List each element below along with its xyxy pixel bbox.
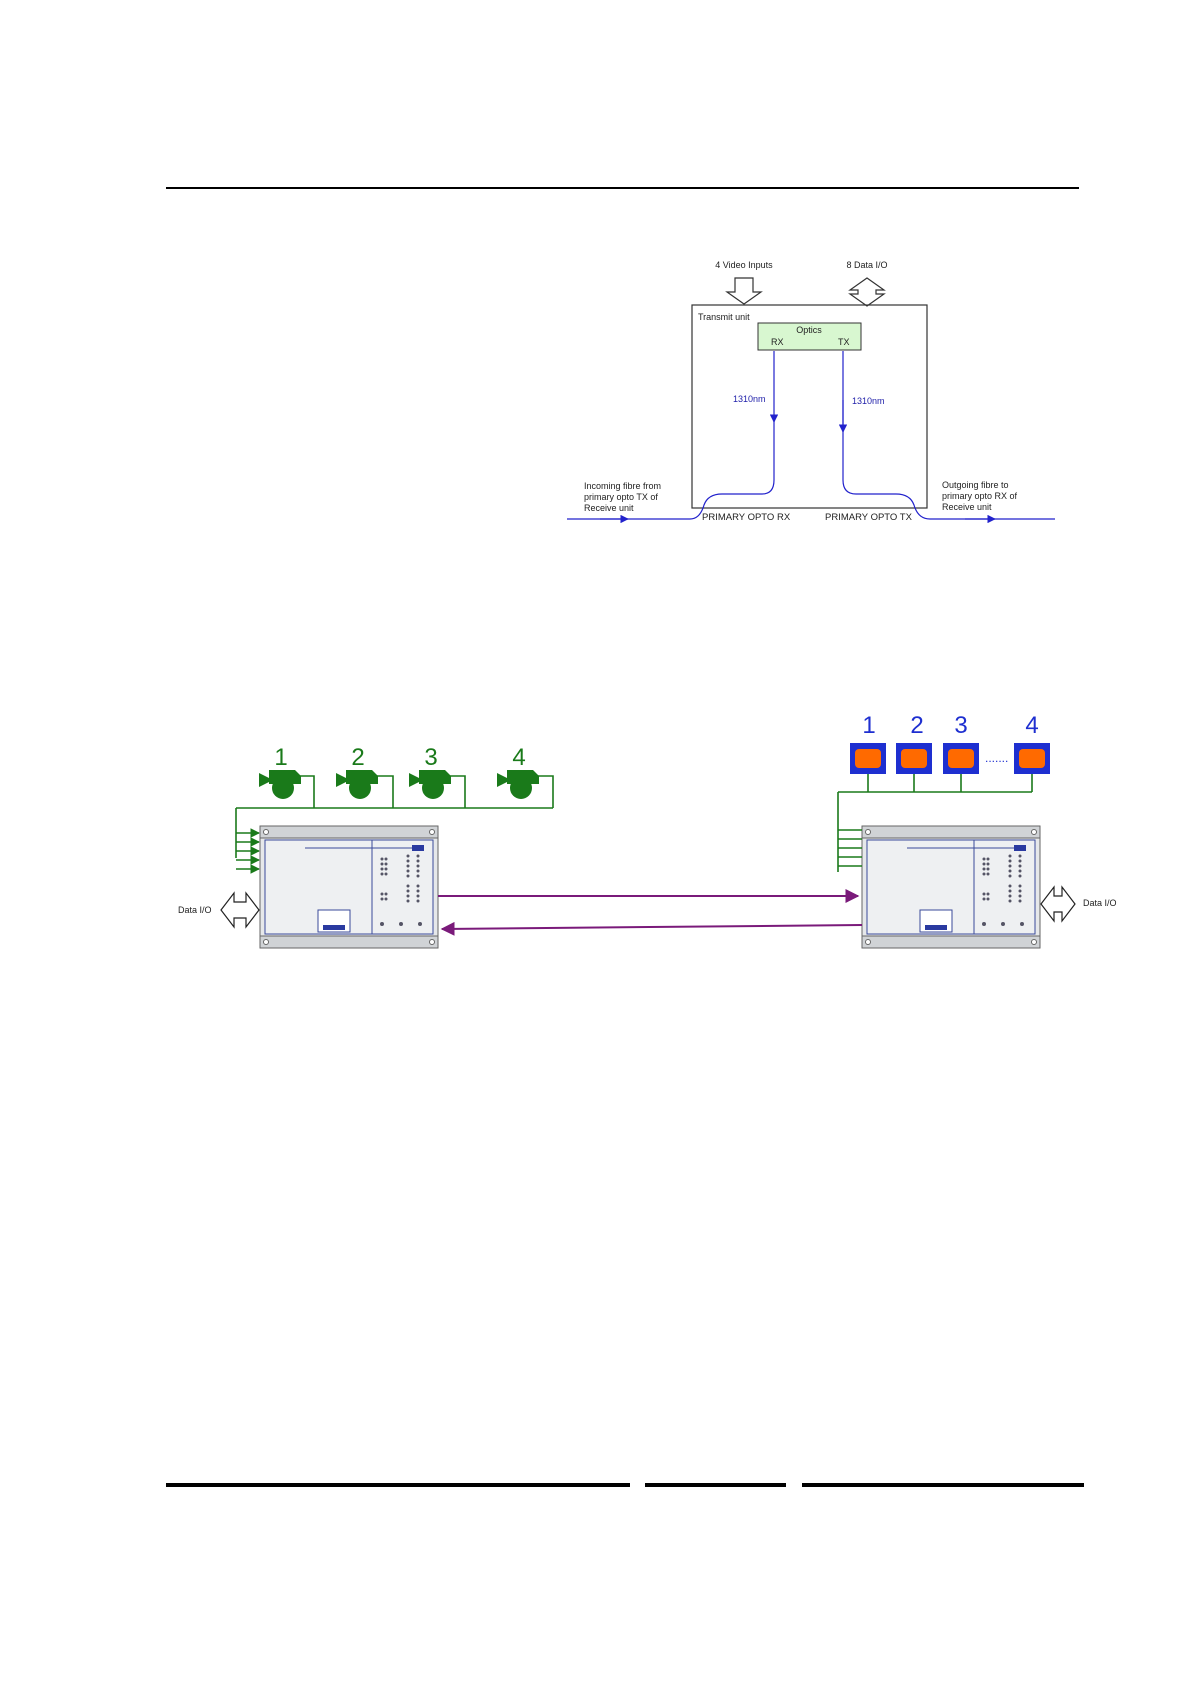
monitor-1-icon — [850, 743, 886, 774]
camera-number-2: 2 — [351, 744, 364, 771]
monitor-number-4: 4 — [1025, 712, 1038, 739]
outgoing-fibre-line-1: Outgoing fibre to — [942, 480, 1009, 490]
incoming-fibre-label: Incoming fibre from primary opto TX of R… — [584, 481, 664, 513]
monitor-2-icon — [896, 743, 932, 774]
outgoing-fibre-line-3: Receive unit — [942, 502, 992, 512]
outgoing-fibre-label: Outgoing fibre to primary opto RX of Rec… — [942, 480, 1020, 512]
video-input-arrow-icon — [727, 278, 761, 304]
monitor-number-3: 3 — [954, 712, 967, 739]
monitor-number-2: 2 — [910, 712, 923, 739]
data-io-arrow-icon — [850, 278, 884, 306]
fibre-link-return — [442, 925, 862, 929]
fibre-path-diagram: 4 Video Inputs 8 Data I/O Transmit unit … — [0, 0, 1191, 560]
optics-label: Optics — [796, 325, 822, 335]
primary-opto-rx-label: PRIMARY OPTO RX — [702, 512, 791, 523]
footer-rule-left — [166, 1483, 630, 1487]
primary-opto-tx-label: PRIMARY OPTO TX — [825, 512, 913, 523]
monitor-4-icon — [1014, 743, 1050, 774]
tx-wavelength-label: 1310nm — [852, 396, 885, 406]
camera-2-icon — [336, 770, 378, 799]
data-io-right-label: Data I/O — [1083, 898, 1117, 908]
monitor-number-1: 1 — [862, 712, 875, 739]
transmit-unit-panel — [260, 826, 438, 948]
rx-wavelength-label: 1310nm — [733, 394, 766, 404]
outgoing-fibre-line-2: primary opto RX of — [942, 491, 1018, 501]
receive-unit-panel — [862, 826, 1040, 948]
system-overview-diagram: 1 2 3 4 Dat — [0, 690, 1191, 970]
transmit-unit-label: Transmit unit — [698, 312, 750, 322]
incoming-fibre-line-2: primary opto TX of — [584, 492, 658, 502]
incoming-fibre-line-3: Receive unit — [584, 503, 634, 513]
optics-tx-label: TX — [838, 337, 850, 347]
video-inputs-label: 4 Video Inputs — [715, 260, 773, 270]
data-io-left-arrow-icon — [221, 893, 259, 927]
data-io-label: 8 Data I/O — [846, 260, 887, 270]
camera-number-4: 4 — [512, 744, 525, 771]
camera-number-3: 3 — [424, 744, 437, 771]
camera-number-1: 1 — [274, 744, 287, 771]
incoming-fibre-line-1: Incoming fibre from — [584, 481, 661, 491]
optics-rx-label: RX — [771, 337, 784, 347]
camera-3-icon — [409, 770, 451, 799]
monitor-ellipsis: ....... — [985, 751, 1008, 765]
footer-rule-center — [645, 1483, 786, 1487]
data-io-left-label: Data I/O — [178, 905, 212, 915]
camera-input-arrows — [236, 833, 259, 869]
monitor-3-icon — [943, 743, 979, 774]
data-io-right-arrow-icon — [1041, 887, 1075, 921]
camera-4-icon — [497, 770, 539, 799]
footer-rule-right — [802, 1483, 1084, 1487]
camera-1-icon — [259, 770, 301, 799]
